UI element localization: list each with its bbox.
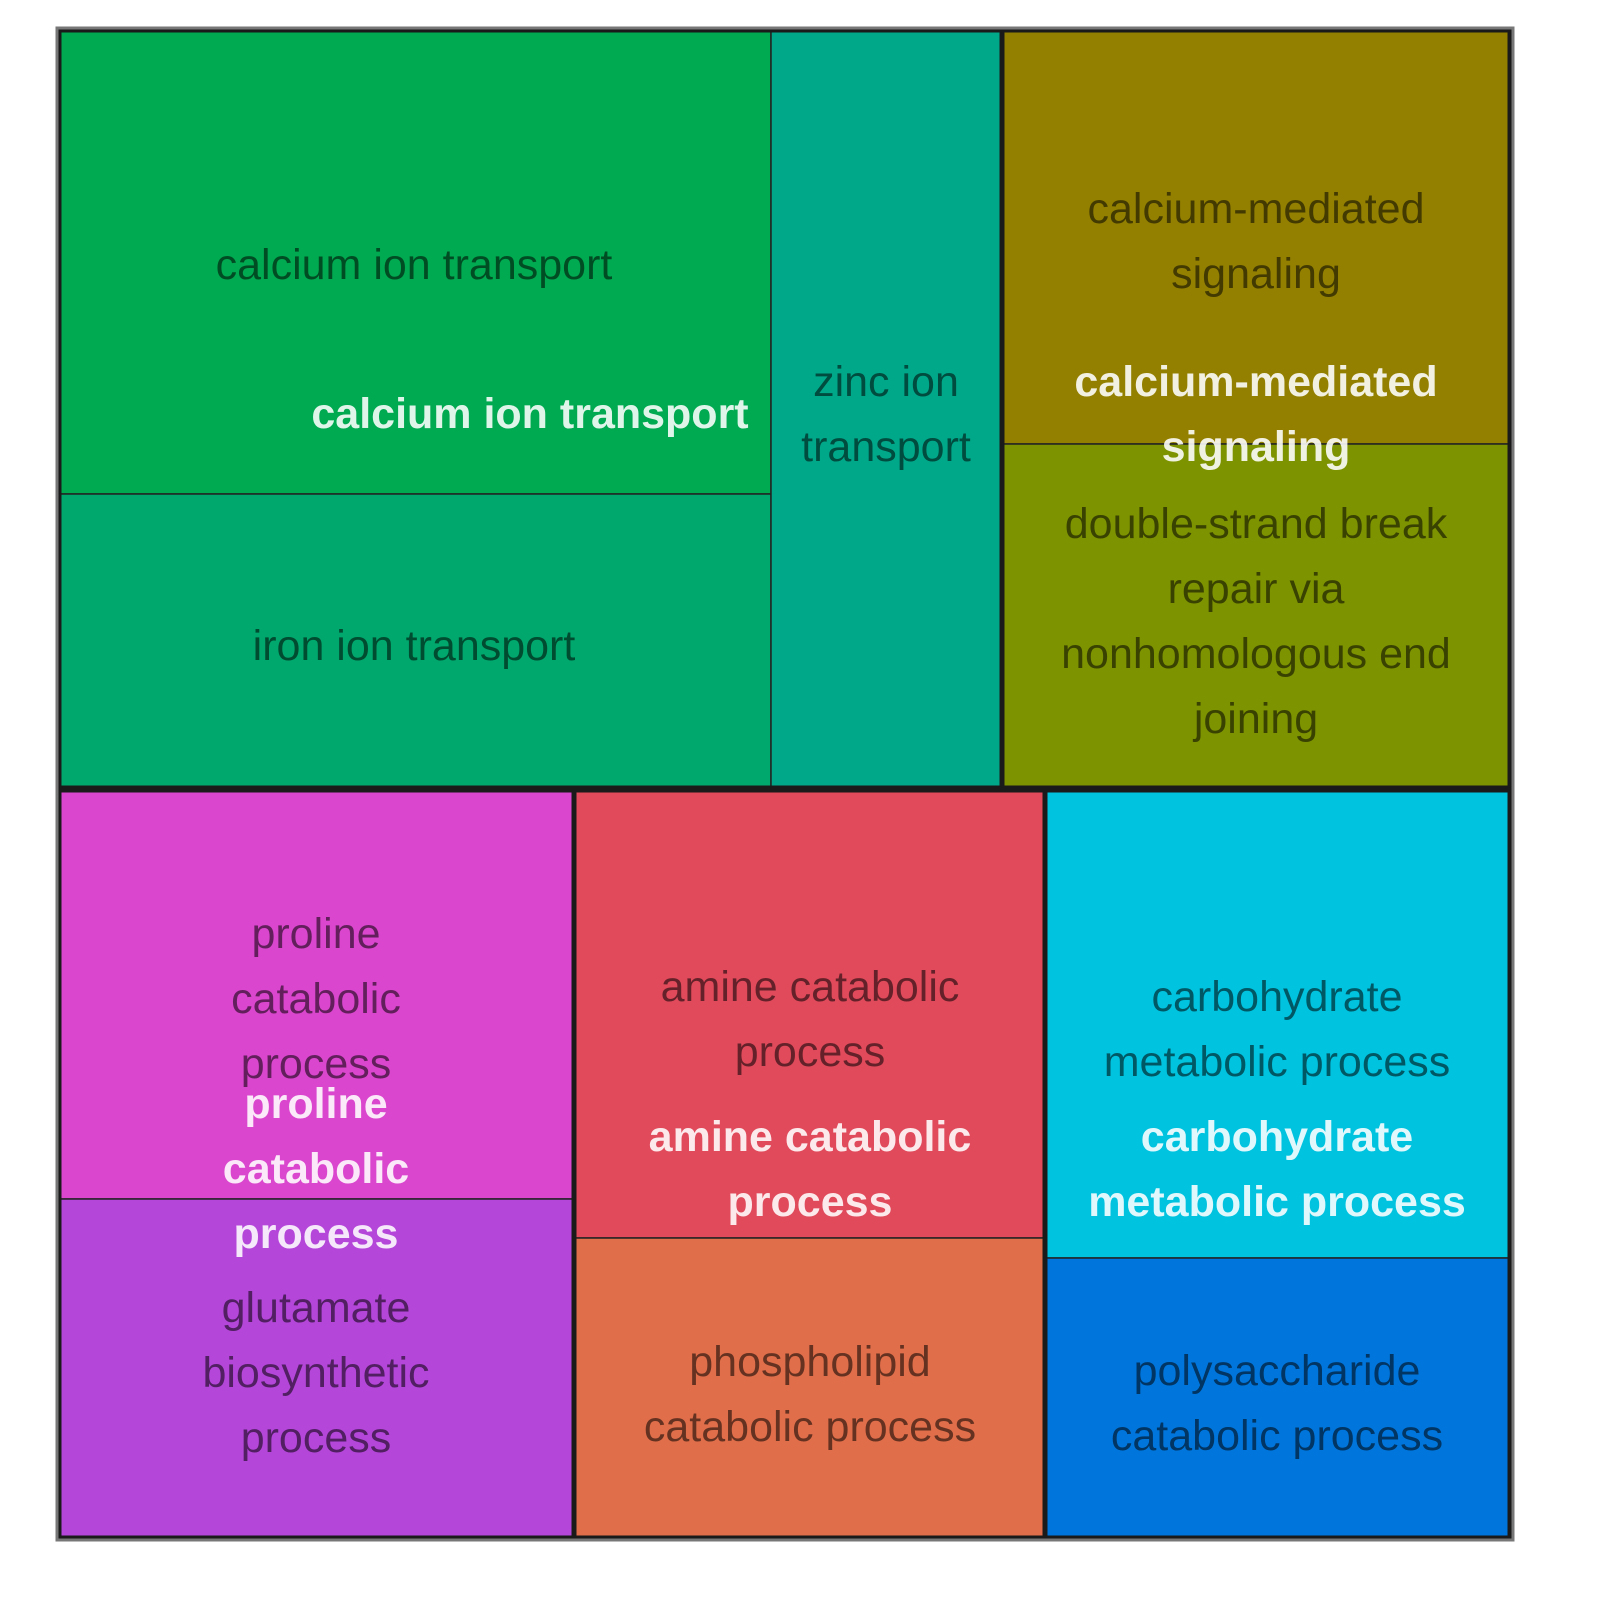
tile-calcium-mediated-signaling: [1001, 29, 1511, 445]
term-tiles: [58, 29, 1511, 1539]
tile-label-iron-ion-transport: iron ion transport: [253, 622, 576, 670]
tile-glutamate-biosynthetic-process: [58, 1198, 575, 1539]
tile-proline-catabolic-process: [58, 789, 575, 1200]
tile-double-strand-break-repair-via-nonhomologous-end-joining: [1001, 443, 1511, 789]
tile-calcium-ion-transport: [58, 29, 772, 495]
tile-iron-ion-transport: [58, 493, 772, 789]
group-borders: [56, 27, 1513, 1541]
tile-amine-catabolic-process: [573, 789, 1046, 1239]
tile-zinc-ion-transport: [770, 29, 1003, 789]
group-border-carbohydrate-metabolic-process: [1042, 787, 1513, 1541]
term-labels: calcium ion transport iron ion transport z…: [202, 185, 1450, 1462]
tile-label-calcium-ion-transport: calcium ion transport: [216, 241, 613, 289]
group-label-calcium-ion-transport: calcium ion transport: [311, 390, 748, 438]
outer-frame: [55, 26, 1515, 1542]
tile-phospholipid-catabolic-process: [573, 1237, 1046, 1539]
tile-polysaccharide-catabolic-process: [1044, 1257, 1511, 1539]
tile-carbohydrate-metabolic-process: [1044, 789, 1511, 1259]
